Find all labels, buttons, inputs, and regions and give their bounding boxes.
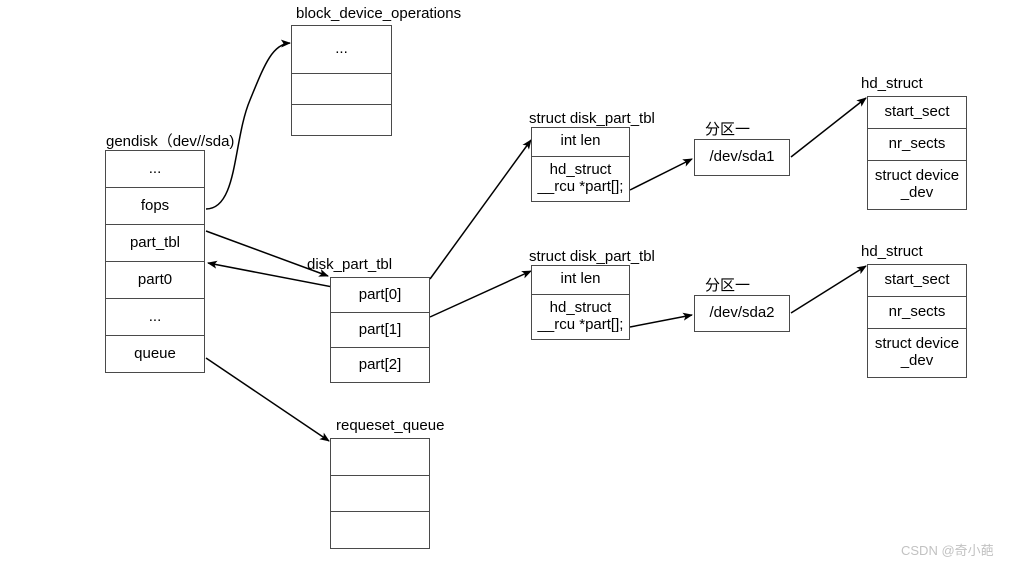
gendisk-row: part0: [106, 262, 204, 299]
gendisk-caption: gendisk（dev//sda): [106, 133, 235, 150]
arrow-queue-to-requestqueue: [205, 357, 330, 442]
struct-tbl-row: hd_struct __rcu *part[];: [537, 161, 624, 195]
bdops-row: ...: [292, 26, 391, 74]
requeset-queue-row: [331, 476, 429, 513]
block-device-operations-box: ...: [291, 25, 392, 136]
arrow-part1-to-structtbl2: [429, 270, 532, 318]
gendisk-row: ...: [106, 299, 204, 336]
hd-struct-row: struct device _dev: [874, 167, 960, 202]
partition-1-row: /dev/sda1: [709, 148, 775, 166]
arrow-sda1-to-hdstruct1: [790, 97, 867, 158]
gendisk-row: queue: [134, 344, 176, 362]
partition-2-row: /dev/sda2: [709, 304, 775, 322]
gendisk-row: ...: [106, 151, 204, 188]
hd-struct-row: start_sect: [868, 97, 966, 130]
arrow-structtbl2-to-sda2: [629, 312, 693, 328]
struct-tbl-row: hd_struct __rcu *part[];: [537, 299, 624, 333]
partition-2-caption: 分区一: [705, 277, 751, 294]
bdops-row: [292, 74, 391, 105]
arrow-fops-to-bdops: [205, 39, 291, 210]
arrow-part0-to-structtbl1: [429, 139, 532, 280]
csdn-watermark: CSDN @奇小葩: [901, 543, 994, 558]
hd-struct-row: start_sect: [868, 265, 966, 298]
partition-2-box: /dev/sda2: [694, 295, 790, 332]
arrow-structtbl1-to-sda1: [629, 158, 693, 191]
gendisk-row: fops: [106, 188, 204, 225]
hd-struct-row: struct device _dev: [874, 335, 960, 370]
struct-disk-part-tbl-2-box: int len hd_struct __rcu *part[];: [531, 265, 630, 340]
hd-struct-2-caption: hd_struct: [861, 243, 923, 260]
hd-struct-1-caption: hd_struct: [861, 75, 923, 92]
block-device-operations-caption: block_device_operations: [296, 5, 462, 22]
gendisk-row: part_tbl: [106, 225, 204, 262]
arrow-sda2-to-hdstruct2: [790, 265, 867, 314]
disk-part-tbl-row: part[2]: [358, 355, 402, 373]
disk-part-tbl-caption: disk_part_tbl: [307, 256, 393, 273]
struct-disk-part-tbl-2-caption: struct disk_part_tbl: [529, 248, 655, 265]
disk-part-tbl-box: part[0] part[1] part[2]: [330, 277, 430, 383]
bdops-row: [292, 105, 391, 135]
requeset-queue-caption: requeset_queue: [336, 417, 445, 434]
struct-disk-part-tbl-1-box: int len hd_struct __rcu *part[];: [531, 127, 630, 202]
hd-struct-2-box: start_sect nr_sects struct device _dev: [867, 264, 967, 378]
requeset-queue-box: [330, 438, 430, 549]
requeset-queue-row: [331, 439, 429, 476]
gendisk-box: ... fops part_tbl part0 ... queue: [105, 150, 205, 373]
struct-disk-part-tbl-1-caption: struct disk_part_tbl: [529, 110, 655, 127]
hd-struct-row: nr_sects: [868, 297, 966, 330]
partition-1-box: /dev/sda1: [694, 139, 790, 176]
disk-part-tbl-row: part[1]: [331, 313, 429, 348]
partition-1-caption: 分区一: [705, 121, 751, 138]
disk-part-tbl-row: part[0]: [331, 278, 429, 313]
struct-tbl-row: int len: [532, 266, 629, 295]
hd-struct-row: nr_sects: [868, 129, 966, 162]
struct-tbl-row: int len: [532, 128, 629, 157]
requeset-queue-row: [331, 512, 429, 548]
hd-struct-1-box: start_sect nr_sects struct device _dev: [867, 96, 967, 210]
